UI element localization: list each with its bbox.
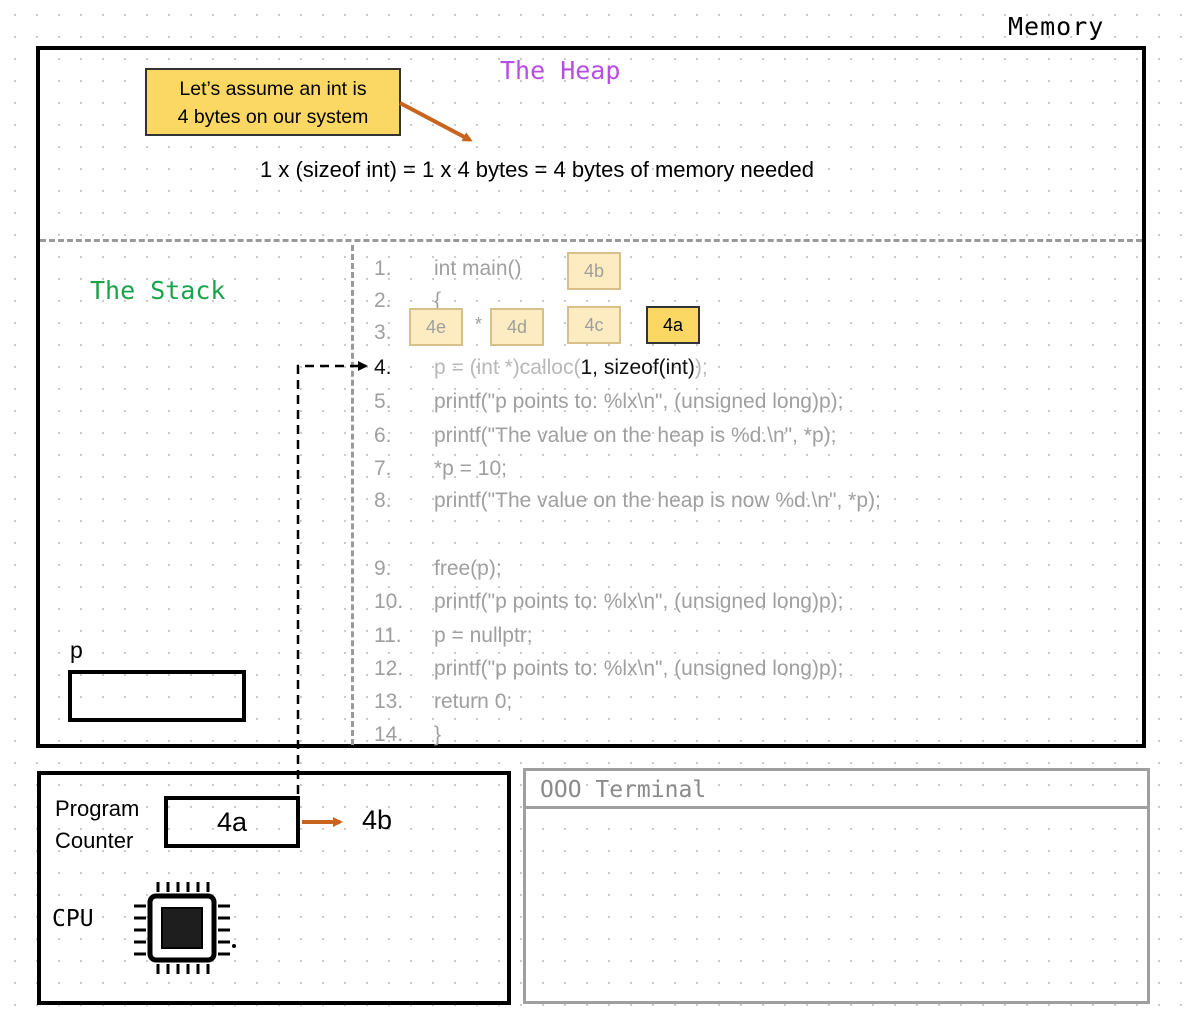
- step-box-4b: 4b: [567, 252, 621, 290]
- code-line-13: 13.return 0;: [374, 690, 513, 713]
- cpu-chip-icon: [134, 882, 236, 974]
- program-counter-label: Program Counter: [55, 793, 139, 857]
- code-line-4-current: 4.p = (int *)calloc(1, sizeof(int));: [374, 356, 708, 379]
- int-size-note: Let’s assume an int is 4 bytes on our sy…: [145, 68, 401, 136]
- terminal-title: OOO Terminal: [540, 777, 707, 803]
- step-box-4e: 4e: [409, 308, 463, 346]
- program-counter-next: 4b: [362, 805, 393, 835]
- step-box-4d: 4d: [490, 308, 544, 346]
- step-star: *: [475, 314, 483, 334]
- heap-title: The Heap: [500, 56, 621, 85]
- code-line-11: 11.p = nullptr;: [374, 624, 533, 647]
- code-line-2: 2.{: [374, 289, 442, 312]
- code-line-12: 12.printf("p points to: %lx\n", (unsigne…: [374, 657, 844, 680]
- code-line-7: 7.*p = 10;: [374, 457, 507, 480]
- memory-formula: 1 x (sizeof int) = 1 x 4 bytes = 4 bytes…: [260, 157, 814, 182]
- code-line-10: 10.printf("p points to: %lx\n", (unsigne…: [374, 590, 844, 613]
- code-line-9: 9.free(p);: [374, 557, 502, 580]
- code-line-8: 8.printf("The value on the heap is now %…: [374, 489, 881, 512]
- code-line-1: 1.int main(): [374, 257, 522, 280]
- variable-p-label: p: [70, 637, 83, 663]
- note-line-2: 4 bytes on our system: [177, 106, 369, 128]
- cpu-region: [37, 771, 511, 1005]
- code-line-5: 5.printf("p points to: %lx\n", (unsigned…: [374, 390, 844, 413]
- step-box-4c: 4c: [567, 306, 621, 344]
- code-divider: [351, 245, 354, 745]
- code-line-3: 3.: [374, 321, 392, 344]
- memory-title: Memory: [1008, 12, 1105, 41]
- terminal-title-bar: [523, 806, 1150, 809]
- code-line-14: 14.}: [374, 723, 442, 746]
- step-box-4a-current: 4a: [646, 306, 700, 344]
- note-line-1: Let’s assume an int is: [179, 78, 367, 100]
- memory-region: [36, 46, 1146, 748]
- pc-label-line-1: Program: [55, 796, 140, 821]
- code-line-6: 6.printf("The value on the heap is %d.\n…: [374, 424, 837, 447]
- cpu-label: CPU: [52, 906, 94, 932]
- heap-stack-divider: [40, 239, 1142, 242]
- variable-p-box: [68, 670, 246, 722]
- terminal-window: [523, 768, 1150, 1004]
- stack-title: The Stack: [90, 276, 226, 305]
- program-counter-value: 4a: [164, 796, 300, 848]
- pc-label-line-2: Counter: [55, 828, 134, 853]
